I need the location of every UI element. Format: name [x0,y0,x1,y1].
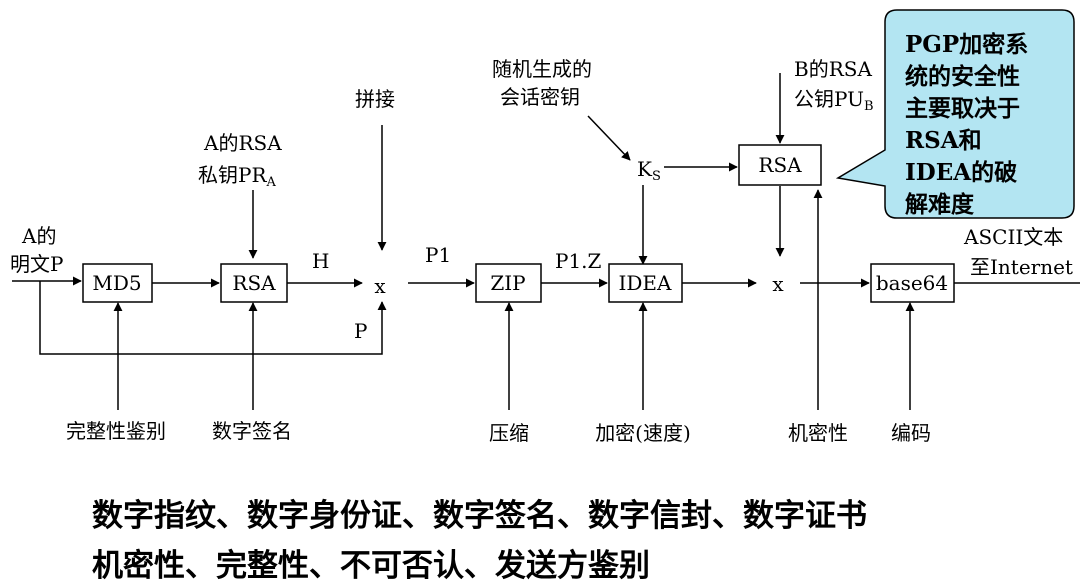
signal-h: H [312,249,329,273]
zip-label: ZIP [490,271,525,295]
callout-bubble [835,9,1075,219]
compress-label: 压缩 [489,421,529,445]
signal-ks: KS [637,157,661,184]
zip-box: ZIP [475,263,542,303]
bottom-text-line1: 数字指纹、数字身份证、数字签名、数字信封、数字证书 [92,498,867,534]
encoding-label: 编码 [891,421,931,445]
concat-junction: x [374,274,386,298]
rsa-key-label: RSA [758,153,802,177]
public-key-label: B的RSA 公钥PUB [794,57,878,114]
signature-label: 数字签名 [212,419,292,443]
rsa-key-box: RSA [738,144,822,186]
base64-box: base64 [870,263,955,303]
input-label: A的 明文P [10,224,63,276]
md5-label: MD5 [92,271,141,295]
callout-text: PGP加密系 统的安全性 主要取决于 RSA和 IDEA的破 解难度 [905,31,1036,218]
confidentiality-label: 机密性 [788,421,848,445]
private-key-label: A的RSA 私钥PRA [198,131,288,190]
bottom-text-line2: 机密性、完整性、不可否认、发送方鉴别 [92,548,650,584]
idea-label: IDEA [619,271,673,295]
session-key-label: 随机生成的 会话密钥 [492,57,598,109]
xor-junction: x [772,272,784,296]
output-label: ASCII文本 至Internet [963,225,1073,279]
signal-p1z: P1.Z [555,249,602,273]
encrypt-label: 加密(速度) [595,421,691,445]
md5-box: MD5 [82,263,153,303]
rsa-sign-box: RSA [220,263,288,303]
base64-label: base64 [876,271,948,295]
signal-p1: P1 [425,243,451,267]
concat-label: 拼接 [355,87,395,111]
rsa-sign-label: RSA [232,271,276,295]
signal-p: P [354,319,367,343]
idea-box: IDEA [608,263,683,303]
integrity-label: 完整性鉴别 [66,419,166,443]
flow-lines [12,73,1080,410]
